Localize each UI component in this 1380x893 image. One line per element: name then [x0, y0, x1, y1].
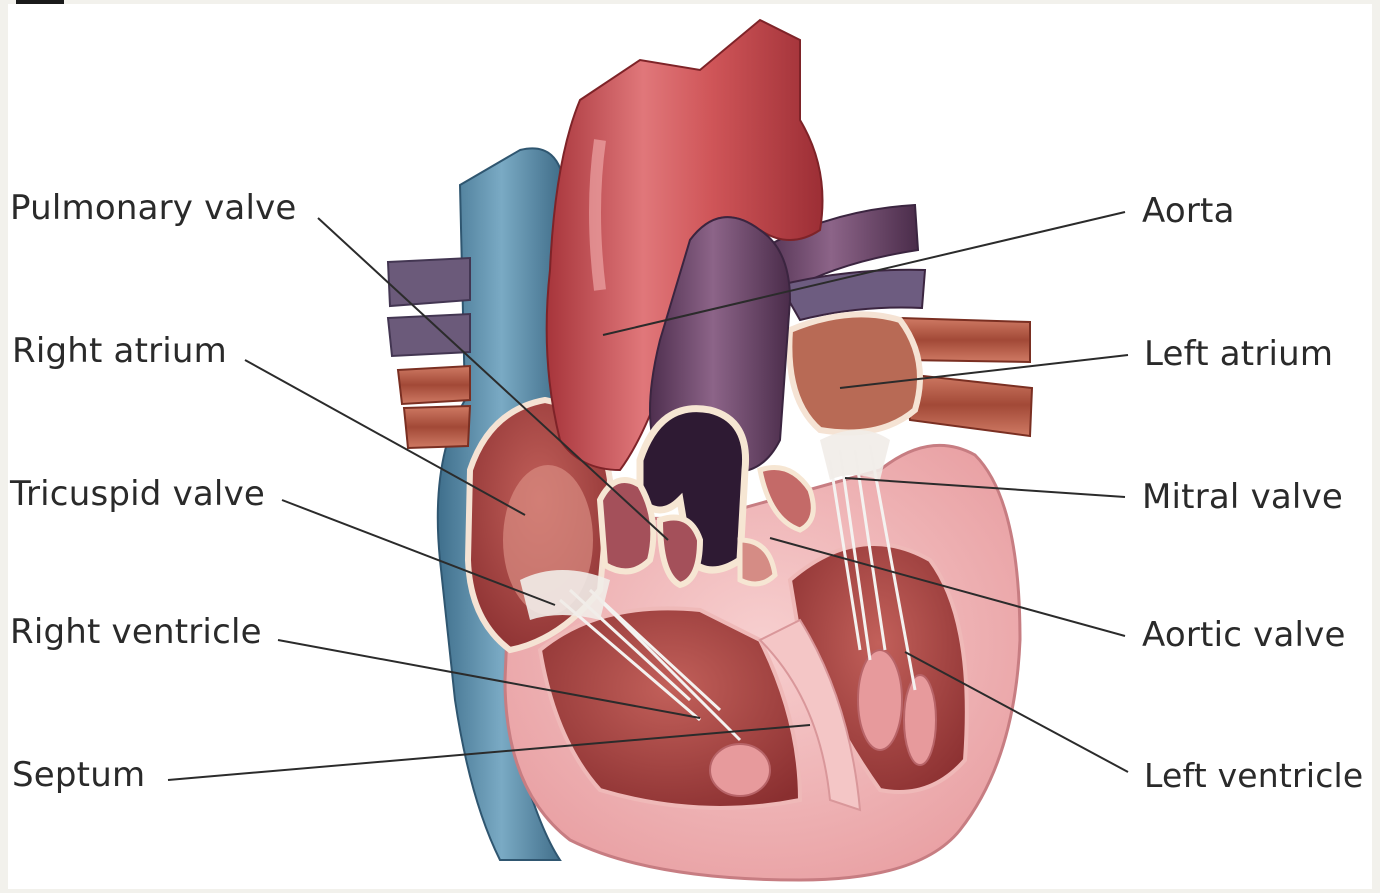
- label-aortic-valve: Aortic valve: [1142, 615, 1346, 655]
- label-mitral-valve: Mitral valve: [1142, 477, 1343, 517]
- label-pulmonary-valve: Pulmonary valve: [10, 188, 297, 228]
- label-septum: Septum: [12, 755, 145, 795]
- label-right-ventricle: Right ventricle: [10, 612, 262, 652]
- right-pulmonary-veins: [388, 258, 470, 448]
- label-tricuspid-valve: Tricuspid valve: [10, 474, 265, 514]
- label-left-atrium: Left atrium: [1144, 334, 1333, 374]
- label-aorta: Aorta: [1142, 191, 1235, 231]
- label-right-atrium: Right atrium: [12, 331, 227, 371]
- left-atrium-chamber: [789, 314, 920, 432]
- label-left-ventricle: Left ventricle: [1144, 756, 1363, 796]
